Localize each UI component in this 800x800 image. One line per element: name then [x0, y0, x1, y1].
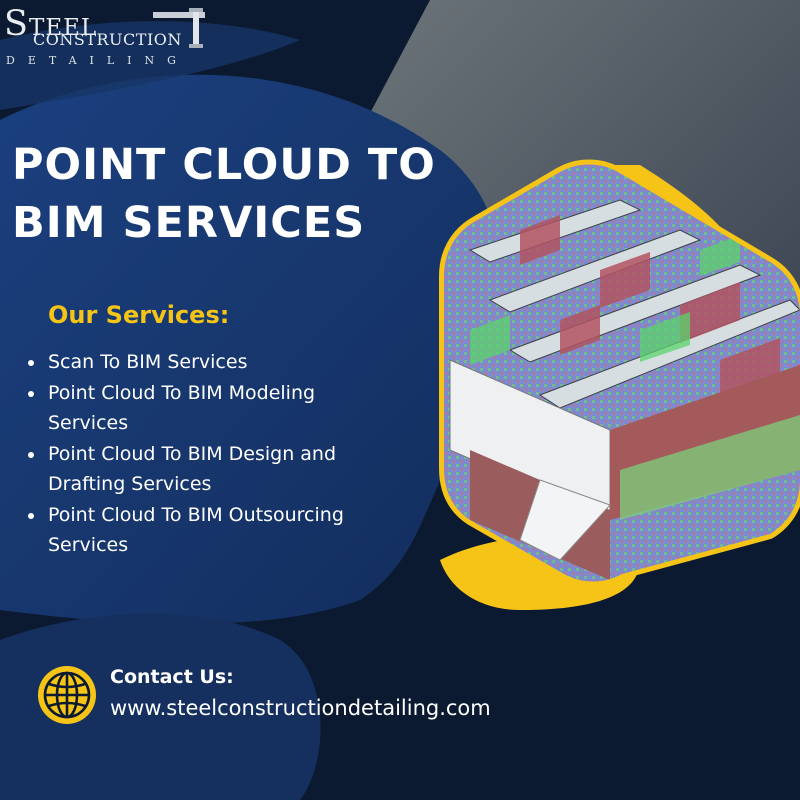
bullet-icon [28, 390, 34, 397]
website-link[interactable]: www.steelconstructiondetailing.com [110, 696, 491, 720]
bullet-icon [28, 360, 34, 366]
globe-icon [38, 666, 96, 724]
logo-word-detailing: DETAILING [6, 54, 189, 67]
logo-word-steel: STEEL [4, 4, 98, 44]
page-title: POINT CLOUD TO BIM SERVICES [12, 136, 436, 252]
bullet-icon [28, 451, 34, 458]
title-line-2: BIM SERVICES [12, 198, 366, 248]
services-heading: Our Services: [48, 301, 230, 329]
i-beam-icon [153, 8, 205, 48]
title-line-1: POINT CLOUD TO [12, 140, 436, 190]
logo-word-construction: CONSTRUCTION [33, 30, 182, 49]
contact-label: Contact Us: [110, 666, 234, 688]
bullet-icon [28, 512, 34, 519]
services-list: Scan To BIM Services Point Cloud To BIM … [26, 347, 426, 561]
service-item: Scan To BIM Services [26, 347, 426, 378]
company-logo: STEEL CONSTRUCTION DETAILING [0, 0, 215, 72]
